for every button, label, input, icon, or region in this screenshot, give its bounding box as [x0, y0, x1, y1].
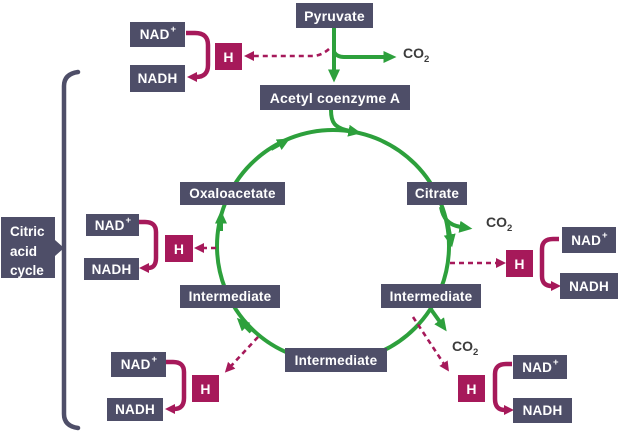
- nad-plus-label: NAD: [522, 359, 553, 375]
- node-acetyl-coenzyme-a: Acetyl coenzyme A: [260, 85, 410, 110]
- cycle-title-line1: Citric: [10, 224, 45, 239]
- arrow-intermediate-co2: [428, 306, 447, 332]
- cycle-title-line3: cycle: [10, 263, 44, 279]
- co2-label-citrate: CO2: [486, 214, 512, 234]
- node-citrate: Citrate: [407, 182, 467, 205]
- nadh-box-topleft: NADH: [130, 65, 185, 92]
- arrow-nad-to-nadh-midleft: [139, 219, 159, 273]
- co2-subscript: 2: [473, 346, 479, 358]
- arrow-acetyl-to-cycle: [329, 109, 362, 137]
- nadh-box-bottomright: NADH: [513, 398, 572, 423]
- nad-plus-superscript: +: [125, 214, 132, 226]
- nad-plus-box-bottomright: NAD+: [513, 355, 567, 379]
- nad-plus-box-midright: NAD+: [562, 227, 616, 253]
- nadh-box-bottomleft: NADH: [107, 398, 163, 421]
- nad-plus-superscript: +: [602, 229, 608, 241]
- co2-subscript: 2: [507, 222, 513, 234]
- arrow-cycle-right-down: [443, 224, 456, 248]
- co2-label-pyruvate: CO2: [403, 45, 429, 65]
- co2-subscript: 2: [424, 53, 430, 65]
- arrow-pyruvate-co2: [332, 50, 397, 63]
- cycle-circle: [215, 128, 451, 364]
- hydrogen-box-bottomright: H: [458, 375, 485, 402]
- dashed-arrow-bottomleft-h: [224, 336, 259, 373]
- hydrogen-box-midright: H: [506, 250, 533, 277]
- cycle-title-label: Citric acid cycle: [1, 217, 64, 279]
- co2-text: CO: [486, 214, 507, 230]
- nad-plus-label: NAD: [571, 232, 602, 248]
- node-intermediate-bottom: Intermediate: [285, 348, 387, 372]
- cycle-title-line2: acid: [10, 243, 38, 259]
- hydrogen-box-bottomleft: H: [192, 375, 219, 402]
- dashed-arrow-bottomright-h: [411, 316, 449, 372]
- hydrogen-box-topleft: H: [215, 43, 242, 70]
- co2-text: CO: [452, 338, 473, 354]
- nad-plus-box-bottomleft: NAD+: [111, 352, 166, 377]
- node-pyruvate: Pyruvate: [296, 3, 373, 28]
- arrow-citrate-co2: [439, 206, 473, 233]
- arrow-nad-to-nadh-midright: [539, 236, 561, 291]
- arrow-nad-to-nadh-bottomright: [492, 361, 514, 415]
- cycle-bracket: [61, 69, 81, 431]
- arrow-cycle-bottomleft-up: [236, 317, 253, 334]
- arrow-nad-to-nadh-topleft: [186, 30, 211, 82]
- nadh-box-midright: NADH: [560, 273, 618, 299]
- nad-plus-label: NAD: [94, 217, 125, 233]
- hydrogen-box-midleft: H: [165, 235, 193, 262]
- nad-plus-label: NAD: [120, 357, 151, 372]
- nad-plus-superscript: +: [151, 354, 158, 365]
- nad-plus-label: NAD: [139, 27, 170, 42]
- co2-text: CO: [403, 45, 424, 61]
- co2-label-intermediate: CO2: [452, 338, 478, 358]
- dashed-arrow-pyruvate-h: [244, 48, 330, 61]
- nad-plus-superscript: +: [553, 356, 559, 368]
- arrow-nad-to-nadh-bottomleft: [165, 359, 187, 414]
- node-oxaloacetate: Oxaloacetate: [180, 182, 285, 205]
- nadh-box-midleft: NADH: [84, 258, 139, 280]
- arrow-cycle-top-clockwise: [270, 138, 291, 151]
- nad-plus-box-midleft: NAD+: [86, 214, 139, 236]
- cycle-title-pointer: [55, 239, 64, 256]
- nad-plus-box-topleft: NAD+: [130, 22, 185, 47]
- nad-plus-superscript: +: [170, 24, 177, 35]
- node-intermediate-left: Intermediate: [180, 285, 280, 308]
- node-intermediate-right: Intermediate: [381, 284, 481, 308]
